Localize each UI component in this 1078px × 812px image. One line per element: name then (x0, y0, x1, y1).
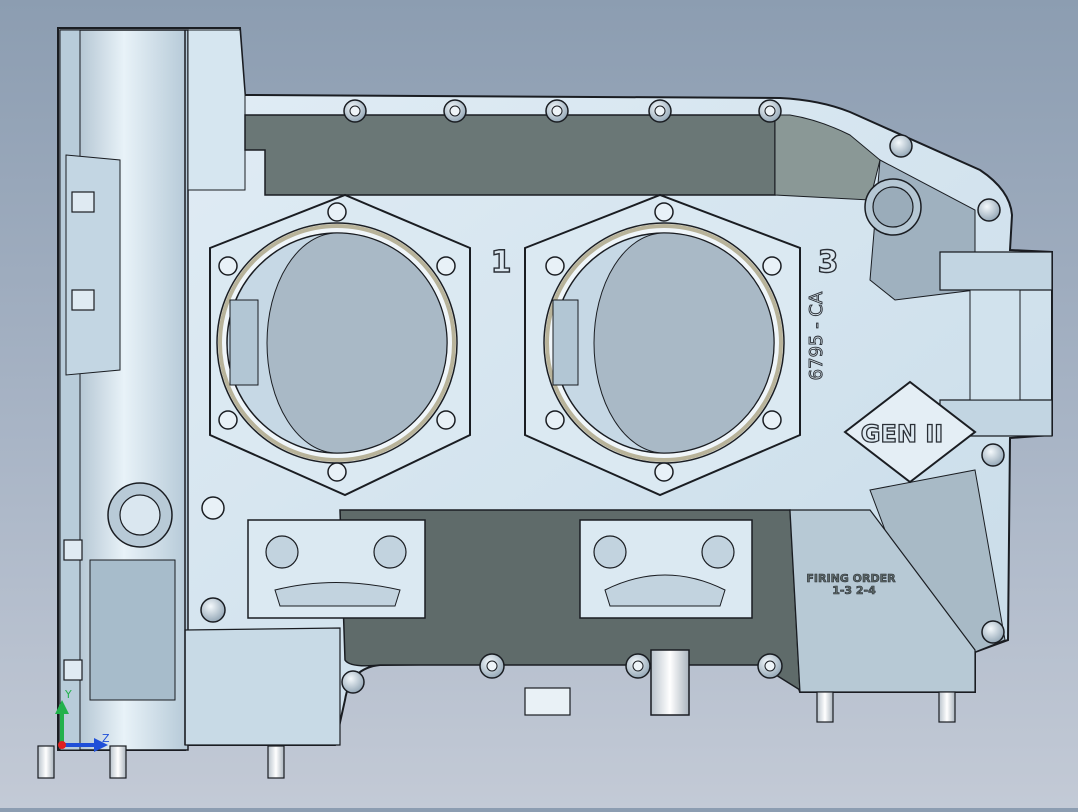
y-axis-label: Y (64, 688, 72, 701)
stud-holes (218, 202, 782, 482)
axis-triad: Y Z (55, 688, 110, 752)
firing-order-sequence: 1-3 2-4 (832, 584, 876, 597)
badge-text: GEN II (861, 420, 943, 448)
upper-channel (244, 114, 776, 196)
cylinder-label-3: 3 (818, 245, 839, 280)
z-axis-label: Z (102, 732, 110, 745)
mounting-pins (37, 691, 956, 779)
oil-pipe (650, 649, 690, 716)
x-axis-dot (58, 741, 66, 749)
part-number: 6795 - CA (806, 291, 827, 380)
firing-order-title: FIRING ORDER (806, 572, 896, 585)
cylinder-pad-3 (524, 193, 801, 497)
cylinder-label-1: 1 (491, 245, 512, 280)
gen-badge: GEN II (843, 380, 977, 484)
cylinder-pad-1 (209, 193, 471, 497)
lifter-plates (247, 519, 753, 619)
